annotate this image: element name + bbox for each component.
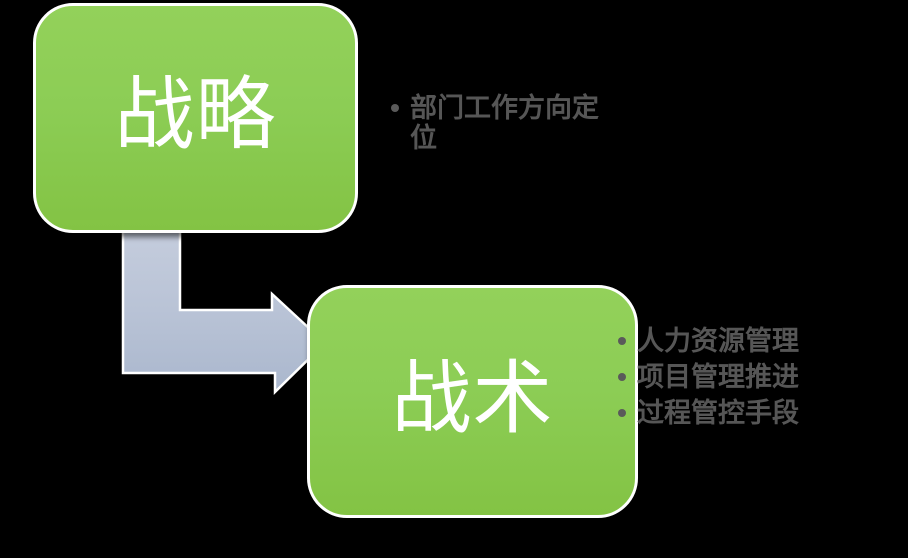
list-item: 项目管理推进 xyxy=(618,362,799,392)
tactics-bullet-text: 项目管理推进 xyxy=(637,362,799,392)
list-item: 部门工作方向定位 xyxy=(391,93,612,153)
list-item: 过程管控手段 xyxy=(618,398,799,428)
tactics-bullet-list: 人力资源管理 项目管理推进 过程管控手段 xyxy=(618,326,799,434)
strategy-bullet-list: 部门工作方向定位 xyxy=(391,93,612,153)
bent-arrow-shape xyxy=(121,226,327,395)
bullet-dot-icon xyxy=(618,373,626,381)
list-item: 人力资源管理 xyxy=(618,326,799,356)
bullet-dot-icon xyxy=(618,337,626,345)
bullet-dot-icon xyxy=(618,409,626,417)
strategy-bullet-text: 部门工作方向定位 xyxy=(410,93,599,153)
bullet-dot-icon xyxy=(391,104,399,112)
tactics-bullet-text: 人力资源管理 xyxy=(637,326,799,356)
node-tactics: 战术 xyxy=(307,285,638,518)
node-strategy: 战略 xyxy=(33,3,358,233)
tactics-bullet-text: 过程管控手段 xyxy=(637,398,799,428)
node-strategy-label: 战略 xyxy=(114,70,277,159)
node-tactics-label: 战术 xyxy=(391,353,554,443)
